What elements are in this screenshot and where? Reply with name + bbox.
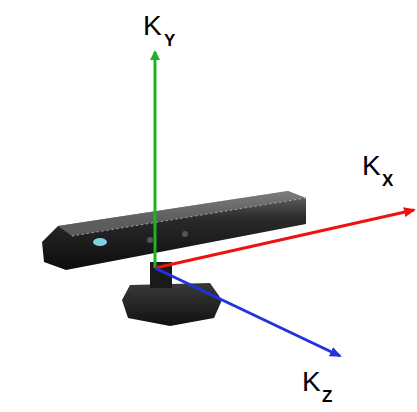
kinect-bar xyxy=(42,191,306,270)
x-axis xyxy=(155,210,414,268)
axis-letter: K xyxy=(143,12,162,40)
kinect-led xyxy=(93,238,107,246)
kinect-top-face xyxy=(58,191,306,236)
axis-subscript: X xyxy=(382,172,393,189)
kinect-base xyxy=(122,283,222,326)
axis-subscript: Y xyxy=(164,32,175,49)
kinect-lens xyxy=(147,237,153,243)
kinect-vent xyxy=(72,198,306,236)
y-axis xyxy=(154,52,157,268)
kinect-lens xyxy=(182,231,188,237)
axis-letter: K xyxy=(302,368,321,396)
z-axis xyxy=(155,268,340,356)
axis-subscript: Z xyxy=(322,388,332,405)
axis-letter: K xyxy=(362,152,381,180)
